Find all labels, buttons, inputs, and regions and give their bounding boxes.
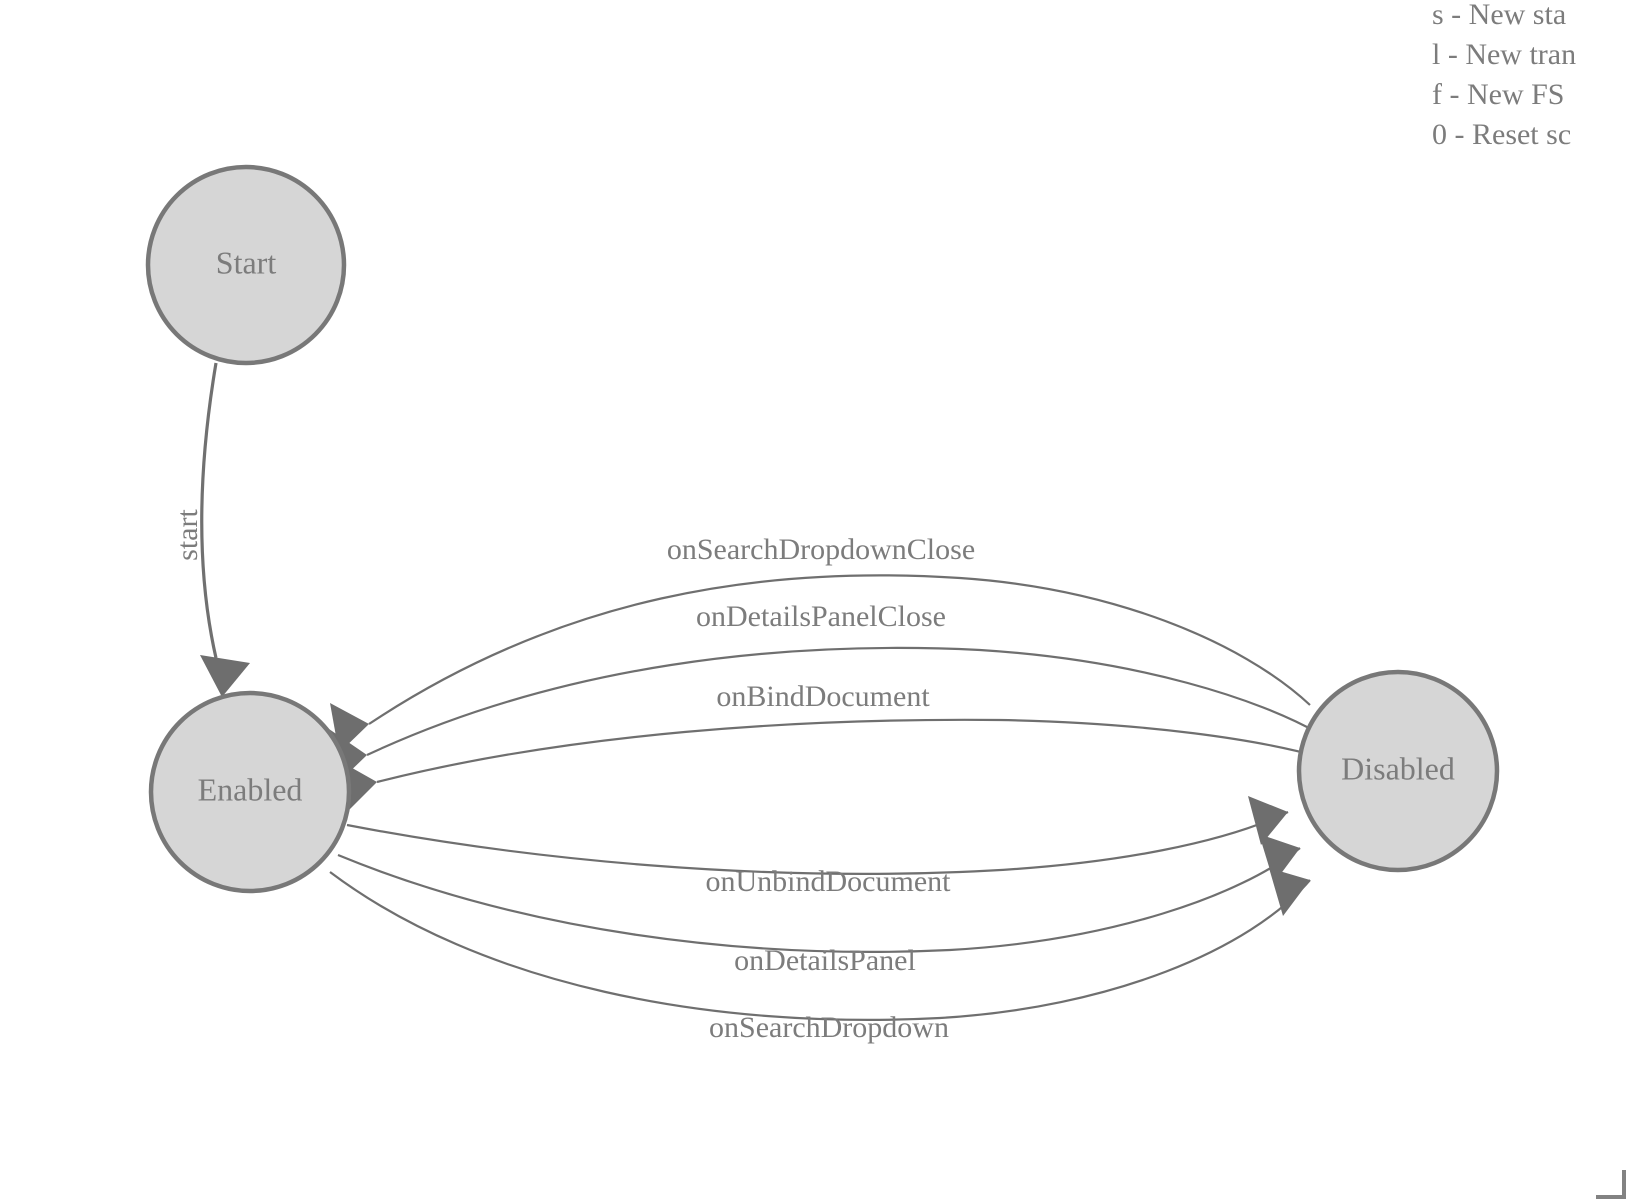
transition-onSearchDropdownClose[interactable]: onSearchDropdownClose xyxy=(330,533,1311,753)
transition-curve xyxy=(329,871,1311,1021)
transition-label: onBindDocument xyxy=(716,680,930,713)
state-node-start[interactable]: Start xyxy=(145,164,347,366)
transition-curve xyxy=(346,811,1289,875)
help-line-new-transition: l - New tran xyxy=(1432,38,1577,71)
arrow-head-icon xyxy=(1259,834,1300,883)
transition-onDetailsPanelClose[interactable]: onDetailsPanelClose xyxy=(329,600,1319,781)
resize-grip-bar-vertical xyxy=(1622,1170,1626,1199)
arrow-head-icon xyxy=(200,655,250,697)
state-circle[interactable] xyxy=(1296,669,1500,873)
transition-curve xyxy=(200,362,218,659)
transition-curve xyxy=(337,847,1301,953)
transition-onDetailsPanel[interactable]: onDetailsPanel xyxy=(337,834,1301,977)
state-label: Enabled xyxy=(198,771,303,807)
transition-label: onUnbindDocument xyxy=(706,865,952,898)
transition-label: start xyxy=(171,509,204,561)
transition-label: onDetailsPanel xyxy=(734,944,916,977)
transition-onBindDocument[interactable]: onBindDocument xyxy=(338,680,1321,810)
transition-label: onDetailsPanelClose xyxy=(696,600,946,633)
state-label: Start xyxy=(216,244,277,280)
state-node-disabled[interactable]: Disabled xyxy=(1296,669,1500,873)
help-line-new-state: s - New sta xyxy=(1432,0,1567,31)
state-node-enabled[interactable]: Enabled xyxy=(148,690,352,894)
help-line-reset: 0 - Reset sc xyxy=(1432,118,1572,151)
state-circle[interactable] xyxy=(145,164,347,366)
resize-grip-bar-horizontal xyxy=(1596,1195,1626,1199)
transition-curve xyxy=(368,574,1311,725)
transition-curve xyxy=(376,718,1321,784)
state-circle[interactable] xyxy=(148,690,352,894)
arrow-head-icon xyxy=(1248,796,1288,845)
state-label: Disabled xyxy=(1341,750,1455,786)
transition-label: onSearchDropdown xyxy=(709,1011,949,1044)
transition-curve xyxy=(366,646,1319,756)
transition-onSearchDropdown[interactable]: onSearchDropdown xyxy=(329,868,1311,1044)
arrow-head-icon xyxy=(1269,868,1310,916)
transition-start[interactable]: start xyxy=(171,362,250,697)
help-line-new-fsm: f - New FS xyxy=(1432,78,1565,111)
transition-label: onSearchDropdownClose xyxy=(667,533,975,566)
window-resize-grip[interactable] xyxy=(1596,1170,1626,1199)
transition-onUnbindDocument[interactable]: onUnbindDocument xyxy=(346,796,1289,898)
